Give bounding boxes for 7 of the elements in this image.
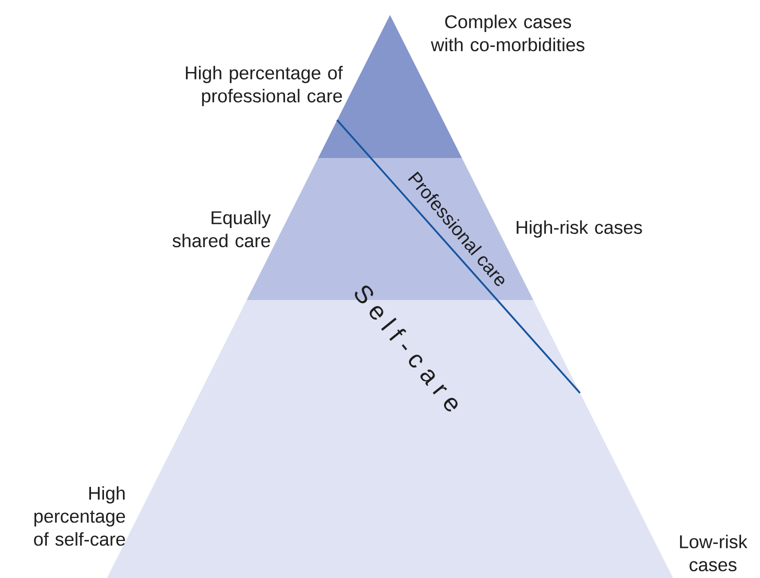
- side-label: Complex cases with co-morbidities: [430, 14, 584, 52]
- side-label: Low-risk cases: [680, 534, 748, 572]
- side-label: High percentage of self-care: [34, 486, 125, 546]
- side-label: High percentage of professional care: [186, 66, 343, 106]
- side-label: Equally shared care: [172, 210, 271, 248]
- side-label: High-risk cases: [516, 220, 642, 238]
- rotated-label: S e l f - c a r e: [354, 286, 458, 412]
